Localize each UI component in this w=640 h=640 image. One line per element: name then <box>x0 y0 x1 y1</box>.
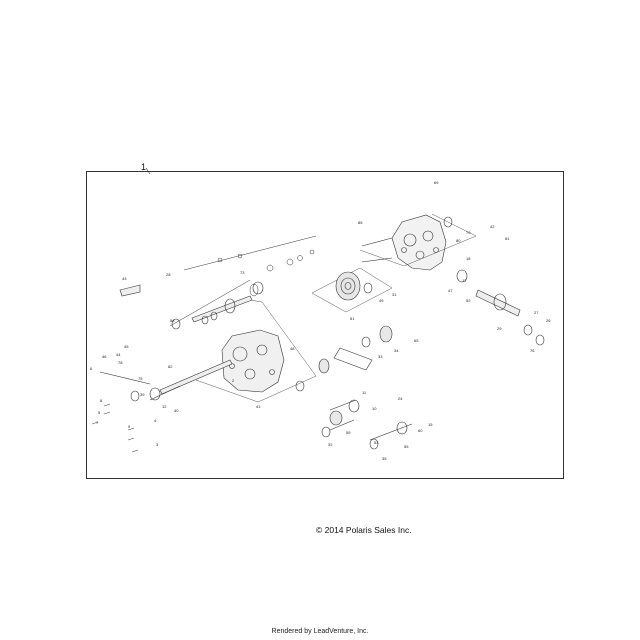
callout: 51 <box>350 316 355 321</box>
callout: 55 <box>404 444 409 449</box>
callout: 12 <box>162 404 167 409</box>
large-ring-gear <box>335 271 361 301</box>
callout: 6 <box>90 366 93 371</box>
callout: 52 <box>466 298 471 303</box>
callout: 78 <box>118 360 123 365</box>
callout: 79 <box>466 230 471 235</box>
callout: 4 <box>154 418 157 423</box>
callout: 10 <box>372 406 377 411</box>
callout: 49 <box>379 298 384 303</box>
callout: 2 <box>232 378 235 383</box>
callout: 7 <box>96 420 99 425</box>
callout: 26 <box>546 318 551 323</box>
callout: 17 <box>462 278 467 283</box>
callout: 81 <box>505 236 510 241</box>
callout: 80 <box>456 238 461 243</box>
callout: 5 <box>98 410 101 415</box>
callout: 18 <box>466 256 471 261</box>
right-case-housing <box>361 214 447 271</box>
callout: 69 <box>434 180 439 185</box>
callout: 32 <box>328 442 333 447</box>
callout: 40 <box>174 408 179 413</box>
callout: 45 <box>124 344 129 349</box>
right-output-shaft <box>443 216 545 346</box>
small-parts-row <box>169 235 317 327</box>
callout: 27 <box>534 310 539 315</box>
callout: 39 <box>140 392 145 397</box>
callout: 28 <box>166 272 171 277</box>
bolt-set <box>91 403 139 453</box>
callout: 75 <box>138 376 143 381</box>
callout-labels: 69 85 42 81 80 79 43 18 17 47 52 29 27 2… <box>90 180 551 461</box>
callout: 11 <box>362 390 367 395</box>
callout: 31 <box>392 292 397 297</box>
assembly-number: 1 <box>141 162 147 172</box>
callout: 41 <box>256 404 261 409</box>
callout: 59 <box>346 430 351 435</box>
main-case-housing <box>221 329 285 393</box>
callout: 35 <box>382 456 387 461</box>
callout: 3 <box>156 442 159 447</box>
callout: 76 <box>530 348 535 353</box>
callout: 46 <box>102 354 107 359</box>
callout: 53 <box>374 440 379 445</box>
callout: 24 <box>398 396 403 401</box>
callout: 85 <box>358 220 363 225</box>
callout: 33 <box>378 354 383 359</box>
callout: 58 <box>170 318 175 323</box>
callout: 73 <box>240 270 245 275</box>
rendered-by-footer: Rendered by LeadVenture, Inc. <box>271 628 369 635</box>
callout: 60 <box>418 428 423 433</box>
callout: 48 <box>290 346 295 351</box>
callout: 15 <box>428 422 433 427</box>
callout: 8 <box>100 398 103 403</box>
callout: 9 <box>128 424 131 429</box>
middle-gear-stack <box>171 281 264 330</box>
callout: 34 <box>394 348 399 353</box>
callout: 42 <box>490 224 495 229</box>
callout: 44 <box>116 352 121 357</box>
callout: 47 <box>448 288 453 293</box>
callout: 43 <box>122 276 127 281</box>
callout: 29 <box>497 326 502 331</box>
diagram-frame <box>86 171 564 479</box>
left-shaft-assembly <box>99 284 233 402</box>
callout: 65 <box>414 338 419 343</box>
copyright-notice: © 2014 Polaris Sales Inc. <box>316 525 412 535</box>
callout: 82 <box>168 364 173 369</box>
lower-gear-clusters <box>295 282 413 450</box>
